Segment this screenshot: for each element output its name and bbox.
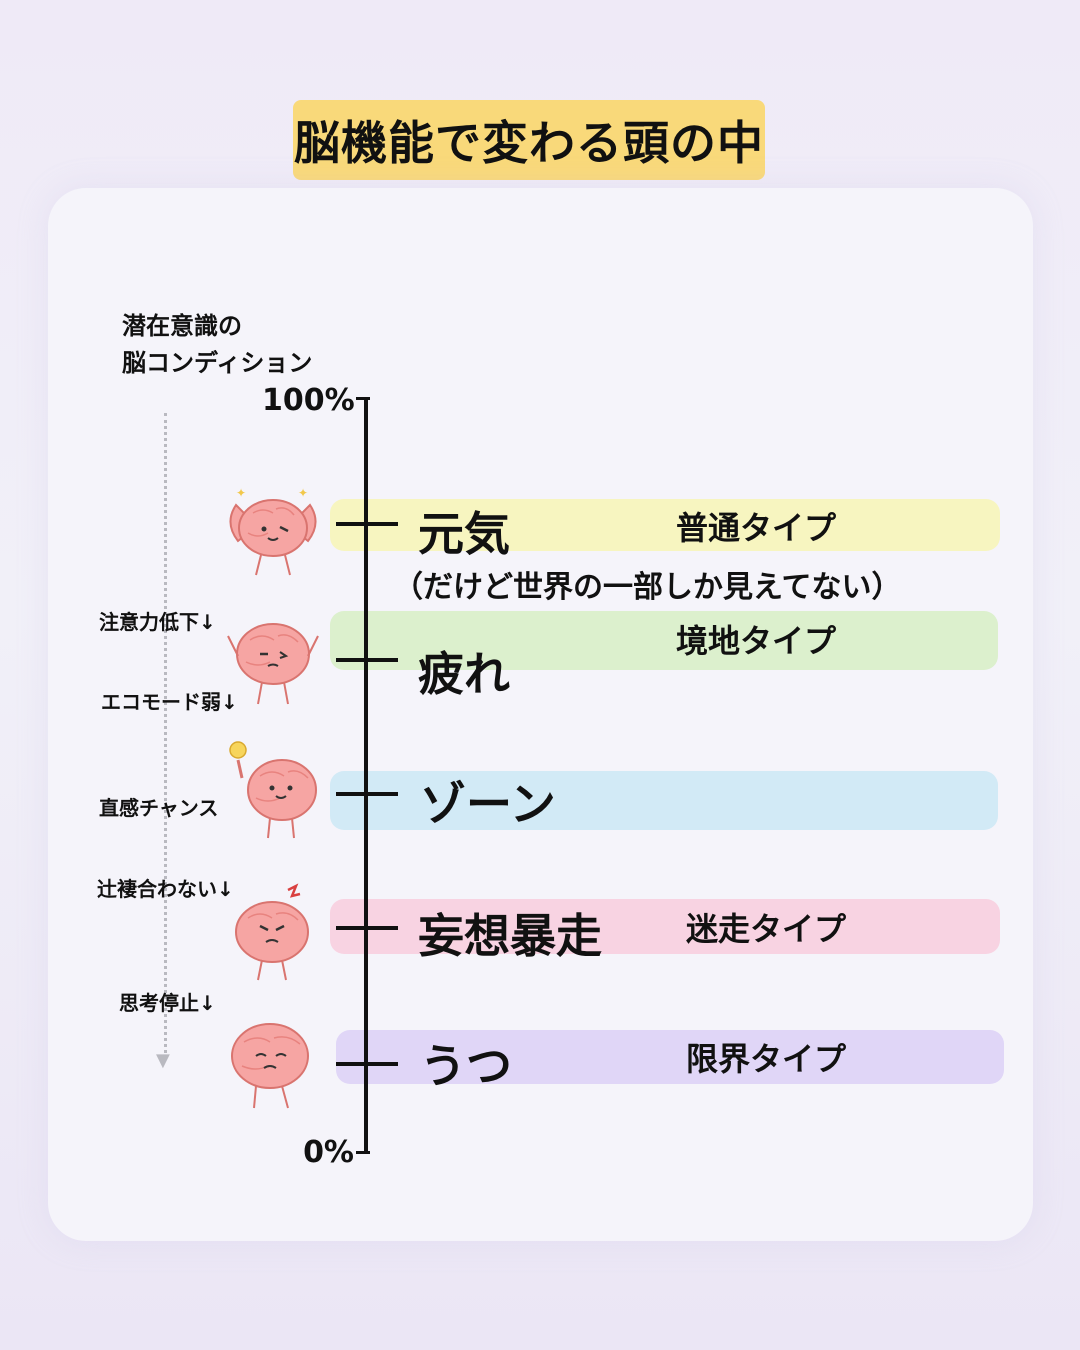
axis-bottom-tick	[356, 1151, 370, 1154]
level-tick	[336, 658, 398, 662]
axis-caption-line2: 脳コンディション	[122, 349, 313, 377]
axis-top-tick	[356, 397, 370, 400]
level-tick	[336, 926, 398, 930]
brain-sad-icon	[231, 1023, 309, 1109]
axis-top-label: 100%	[262, 383, 355, 418]
page-title: 脳機能で変わる頭の中	[293, 100, 765, 180]
side-label-intuition: 直感チャンス	[99, 796, 219, 820]
band-tsukare	[330, 611, 998, 670]
axis-bottom-label: 0%	[303, 1135, 354, 1170]
side-label-stop: 思考停止↓	[119, 991, 216, 1015]
level-label-mousou: 妄想暴走	[418, 909, 602, 963]
level-label-zone: ゾーン	[420, 777, 556, 831]
type-label-tsukare: 境地タイプ	[676, 622, 837, 660]
side-label-attention: 注意力低下↓	[99, 610, 216, 634]
side-label-eco: エコモード弱↓	[101, 690, 238, 714]
dotted-arrow-line	[164, 413, 167, 1053]
brain-tired-icon	[227, 623, 319, 705]
type-label-genki: 普通タイプ	[676, 509, 837, 547]
brain-idea-icon	[229, 741, 317, 839]
level-tick	[336, 522, 398, 526]
side-label-inconsistent: 辻褄合わない↓	[97, 877, 234, 901]
band-utsu	[336, 1030, 1004, 1084]
genki-note: （だけど世界の一部しか見えてない）	[393, 570, 902, 605]
level-label-tsukare: 疲れ	[418, 647, 510, 701]
band-mousou	[330, 899, 1000, 954]
type-label-mousou: 迷走タイプ	[686, 910, 847, 948]
type-label-utsu: 限界タイプ	[686, 1040, 847, 1078]
axis-caption: 潜在意識の 脳コンディション	[122, 308, 312, 382]
svg-text:✦: ✦	[236, 486, 246, 500]
svg-text:✦: ✦	[298, 486, 308, 500]
brain-flexing-icon: ✦✦	[229, 486, 317, 576]
level-label-utsu: うつ	[420, 1039, 512, 1093]
band-zone	[330, 771, 998, 830]
axis-line	[364, 397, 368, 1154]
down-arrow-icon: ▼	[156, 1050, 170, 1071]
level-tick	[336, 792, 398, 796]
band-genki	[330, 499, 1000, 551]
level-label-genki: 元気	[418, 507, 510, 561]
brain-angry-icon	[235, 883, 309, 981]
axis-caption-line1: 潜在意識の	[122, 312, 242, 340]
level-tick	[336, 1062, 398, 1066]
